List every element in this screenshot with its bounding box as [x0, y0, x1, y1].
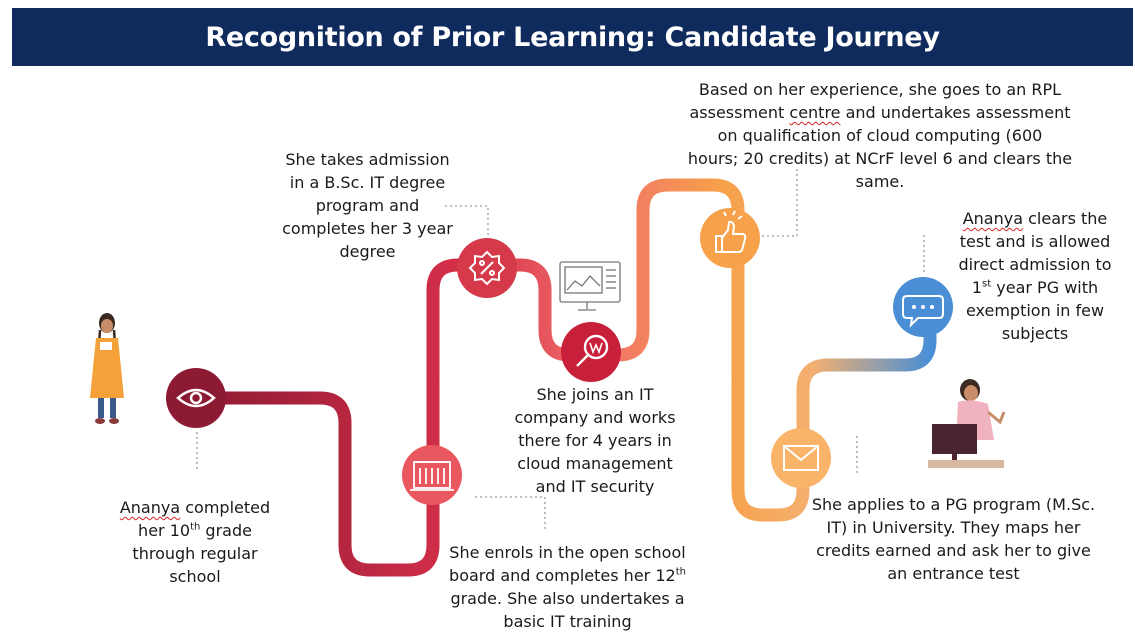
step-circle-5 [700, 208, 760, 268]
page-title: Recognition of Prior Learning: Candidate… [205, 21, 940, 53]
envelope-icon [783, 445, 819, 471]
step-3-text: She takes admission in a B.Sc. IT degree… [282, 150, 453, 261]
thumbs-up-icon [715, 210, 747, 253]
leader-lines [196, 168, 925, 532]
step-1-text: Ananya completed her 10th grade through … [119, 498, 271, 586]
step-5-text: Based on her experience, she goes to an … [687, 80, 1073, 191]
journey-path [189, 178, 937, 577]
chat-bubble-icon [902, 295, 944, 328]
step-6-text: She applies to a PG program (M.Sc. IT) i… [811, 495, 1096, 583]
step-4-text: She joins an IT company and works there … [514, 385, 676, 496]
eye-icon [176, 388, 216, 408]
girl-computer-illustration [928, 379, 1006, 468]
monitor-illustration [559, 261, 621, 311]
header-banner: Recognition of Prior Learning: Candidate… [12, 8, 1133, 66]
percent-badge-icon [468, 250, 506, 286]
step-2-text: She enrols in the open school board and … [449, 543, 686, 631]
step-circle-6 [771, 428, 831, 488]
girl-standing-illustration [90, 313, 124, 424]
school-building-icon [410, 461, 454, 491]
step-circle-4 [561, 322, 621, 382]
step-7-text: Ananya clears the test and is allowed di… [958, 209, 1112, 343]
step-circle-1 [166, 368, 226, 428]
search-magnifier-icon [576, 334, 609, 367]
